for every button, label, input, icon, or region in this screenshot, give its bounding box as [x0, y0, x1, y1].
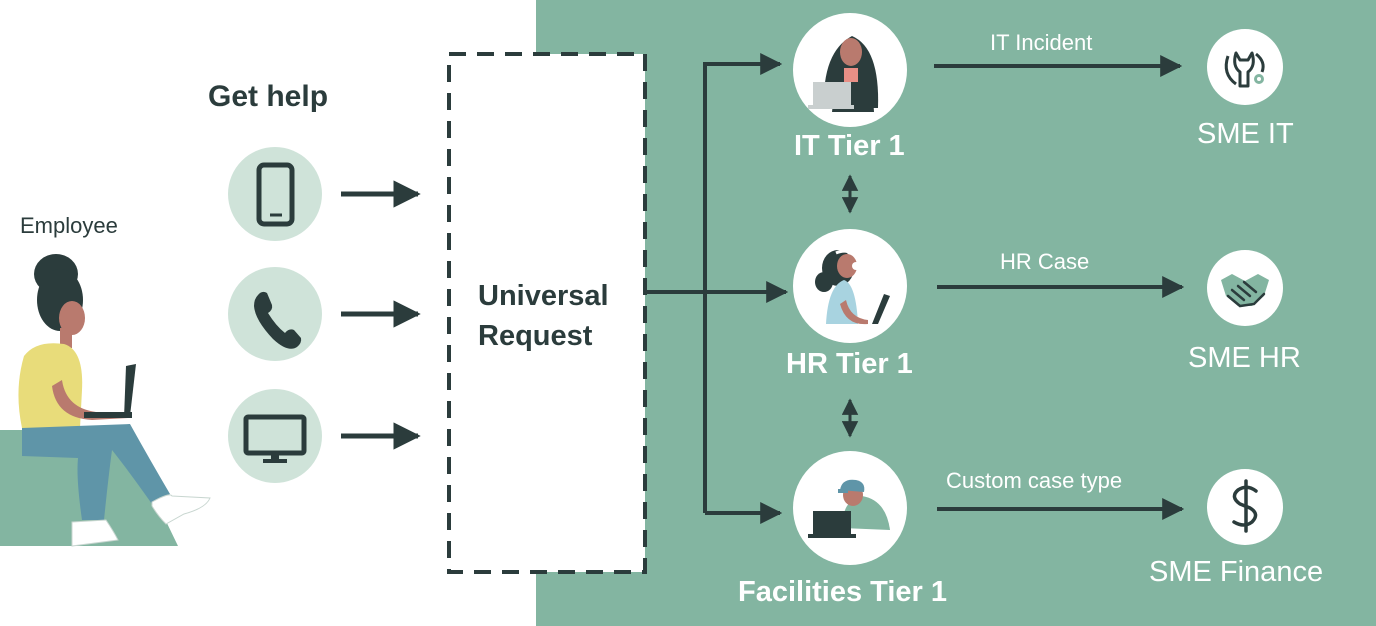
- it-incident-route-label: IT Incident: [990, 30, 1093, 55]
- sme-finance-label: SME Finance: [1149, 556, 1324, 588]
- universal-request-box: [447, 52, 647, 574]
- channel-phone-call[interactable]: [228, 267, 322, 361]
- it-tier-label: IT Tier 1: [794, 130, 905, 162]
- sme-route-arrows: [934, 55, 1185, 520]
- sme-hr-label: SME HR: [1188, 342, 1301, 374]
- dollar-icon: [1232, 479, 1258, 533]
- sme-hr-node[interactable]: [1207, 250, 1283, 326]
- it-agent-avatar: [808, 36, 879, 112]
- custom-case-route-label: Custom case type: [946, 468, 1123, 493]
- sme-finance-node[interactable]: [1207, 469, 1283, 545]
- universal-request-label-line1: Universal: [478, 280, 609, 312]
- channel-web-portal[interactable]: [228, 389, 322, 483]
- get-help-title: Get help: [208, 80, 329, 113]
- employee-illustration: [0, 254, 211, 547]
- sme-it-node[interactable]: [1207, 29, 1283, 105]
- hr-case-route-label: HR Case: [1000, 249, 1090, 274]
- arrow-to-it-tier: [703, 53, 783, 513]
- sme-it-label: SME IT: [1197, 118, 1294, 150]
- facilities-tier-label: Facilities Tier 1: [738, 576, 948, 608]
- wrench-gear-icon: [1224, 51, 1265, 88]
- hr-tier-label: HR Tier 1: [786, 348, 913, 380]
- channel-arrows: [341, 180, 421, 450]
- universal-request-label-line2: Request: [478, 320, 593, 352]
- channel-mobile[interactable]: [228, 147, 322, 241]
- desktop-monitor-icon: [243, 414, 307, 463]
- employee-label: Employee: [20, 213, 118, 238]
- routing-lines: [645, 53, 789, 524]
- it-tier-agent[interactable]: [793, 13, 907, 127]
- hr-tier-agent[interactable]: [793, 229, 907, 343]
- handshake-icon: [1221, 274, 1269, 308]
- mobile-phone-icon: [256, 162, 295, 227]
- telephone-handset-icon: [254, 291, 302, 349]
- facilities-agent-avatar: [808, 479, 890, 538]
- facilities-tier-agent[interactable]: [793, 451, 907, 565]
- hr-agent-avatar: [815, 249, 890, 325]
